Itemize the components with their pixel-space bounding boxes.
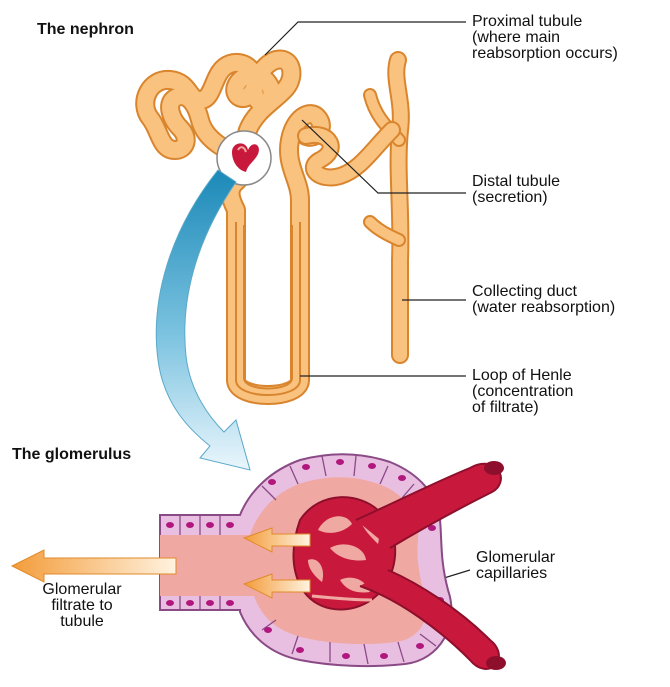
label-henle-line-3: of filtrate): [472, 400, 573, 416]
label-collecting-duct: Collecting duct (water reabsorption): [472, 284, 615, 316]
label-proximal-tubule: Proximal tubule (where main reabsorption…: [472, 14, 618, 62]
label-loop-of-henle: Loop of Henle (concentration of filtrate…: [472, 368, 573, 416]
label-proximal-line-3: reabsorption occurs): [472, 46, 618, 62]
label-distal-line-2: (secretion): [472, 190, 560, 206]
label-capillaries-line-1: Glomerular: [476, 550, 555, 566]
label-filtrate-line-2: filtrate to: [22, 598, 142, 614]
label-glomerular-capillaries: Glomerular capillaries: [476, 550, 555, 582]
label-henle-line-2: (concentration: [472, 384, 573, 400]
leader-proximal: [265, 22, 466, 55]
label-glomerular-filtrate: Glomerular filtrate to tubule: [22, 582, 142, 630]
glomerulus-title: The glomerulus: [12, 447, 131, 463]
nephron-title: The nephron: [37, 22, 134, 38]
label-filtrate-line-1: Glomerular: [22, 582, 142, 598]
label-filtrate-line-3: tubule: [22, 614, 142, 630]
label-collecting-line-2: (water reabsorption): [472, 300, 615, 316]
label-proximal-line-1: Proximal tubule: [472, 14, 618, 30]
glomerulus: [12, 454, 506, 670]
label-henle-line-1: Loop of Henle: [472, 368, 573, 384]
label-distal-line-1: Distal tubule: [472, 174, 560, 190]
filtrate-outflow-arrow: [12, 550, 176, 582]
label-capillaries-line-2: capillaries: [476, 566, 555, 582]
label-collecting-line-1: Collecting duct: [472, 284, 615, 300]
label-proximal-line-2: (where main: [472, 30, 618, 46]
loop-of-henle: [244, 225, 292, 389]
label-distal-tubule: Distal tubule (secretion): [472, 174, 560, 206]
